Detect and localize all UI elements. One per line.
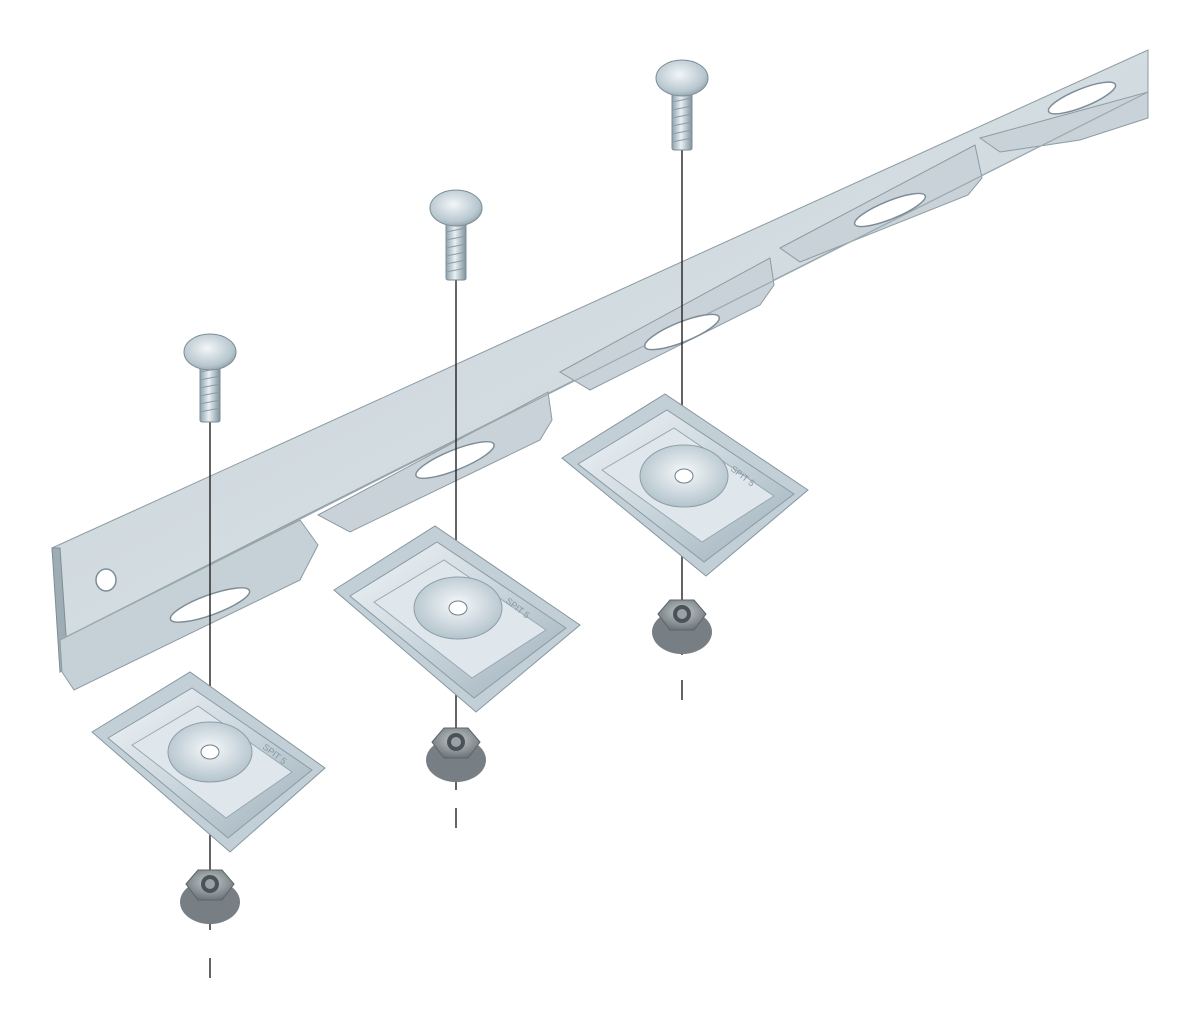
- clamp-plate: SPIT 5: [91, 671, 326, 853]
- flange-nut: [426, 727, 486, 782]
- rail-fold-line: [59, 91, 1149, 641]
- rail-end-hole: [95, 568, 117, 592]
- assembly-right: SPIT 5: [561, 59, 809, 700]
- rail-tab-4: [978, 91, 1149, 153]
- plate-hole: [200, 744, 220, 760]
- assembly-left: SPIT 5: [91, 333, 326, 978]
- rail-slot: [1047, 81, 1117, 115]
- carriage-bolt: [429, 189, 483, 281]
- plate-hole: [448, 600, 468, 616]
- carriage-bolt: [183, 333, 237, 423]
- rail-tab-2: [558, 257, 775, 391]
- flange-nut: [180, 869, 240, 924]
- rail-slot: [415, 440, 495, 480]
- assembly-middle: SPIT 5: [333, 189, 581, 828]
- rail-slot: [853, 192, 927, 228]
- flange-nut: [652, 599, 712, 654]
- plate-hole: [674, 468, 694, 484]
- clamp-plate: SPIT 5: [561, 393, 809, 577]
- carriage-bolt: [655, 59, 709, 151]
- clamp-plate: SPIT 5: [333, 525, 581, 713]
